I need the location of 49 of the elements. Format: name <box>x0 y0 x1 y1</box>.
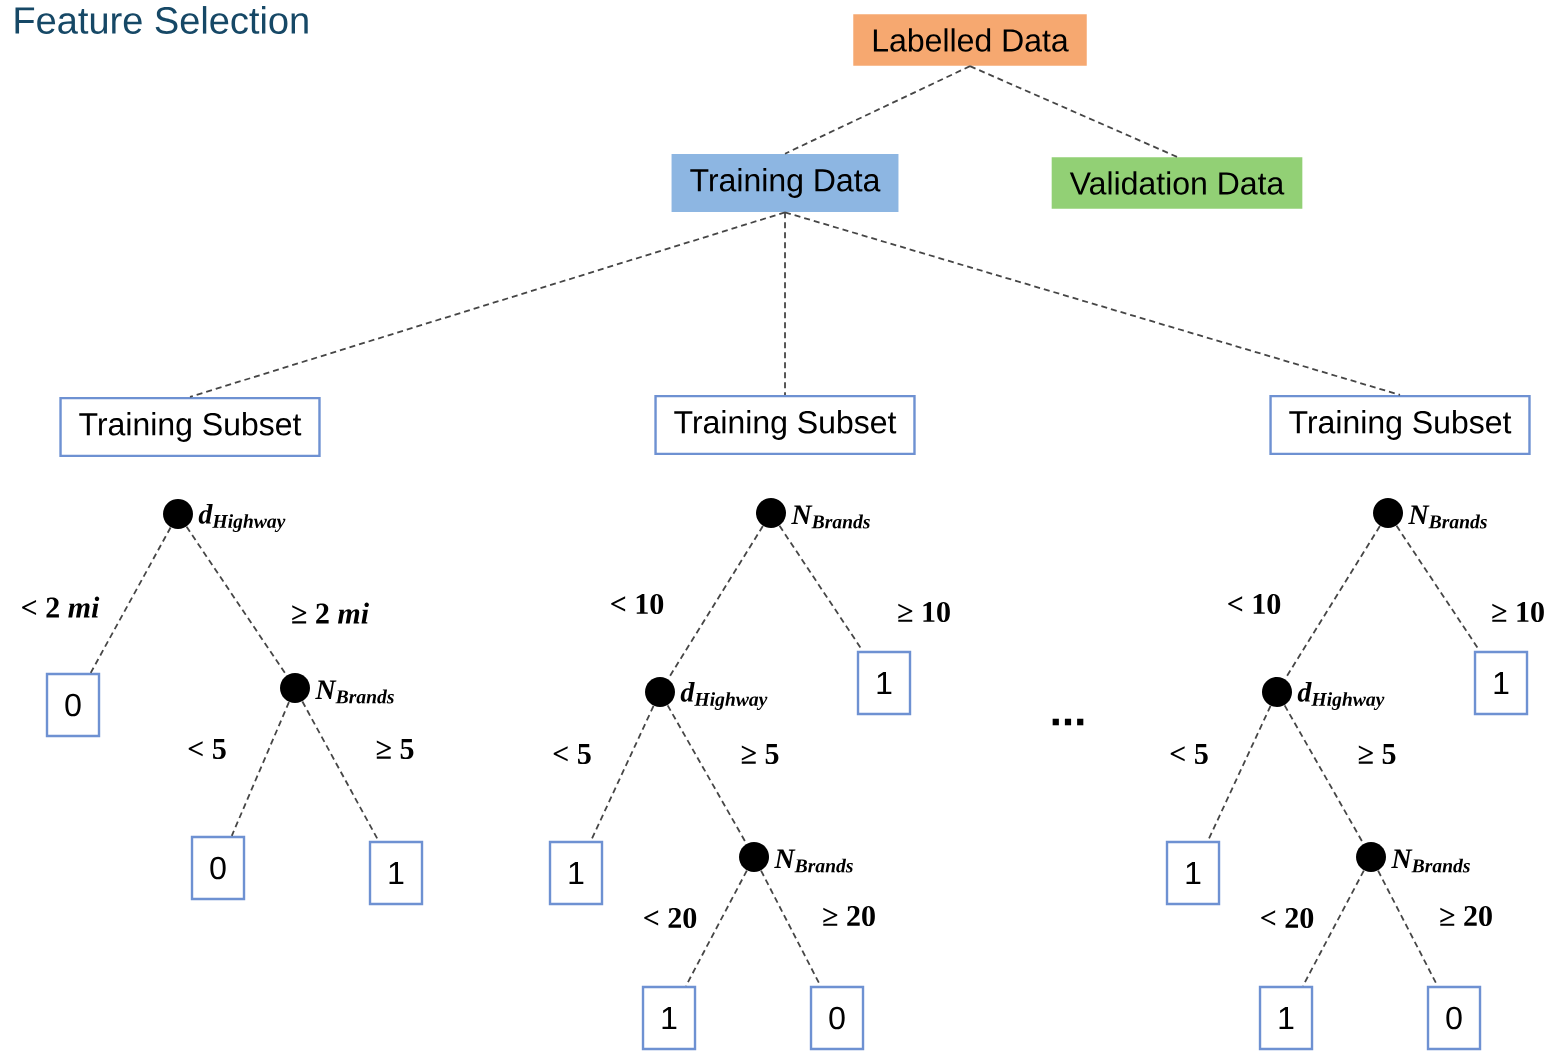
connector-line <box>784 211 1401 396</box>
leaf-box: 0 <box>809 985 865 1051</box>
data-box: Labelled Data <box>853 14 1087 66</box>
leaf-box: 1 <box>1165 840 1221 906</box>
connector-line <box>590 705 655 842</box>
ellipsis: ... <box>1052 718 1084 726</box>
connector-line <box>969 65 1178 158</box>
leaf-box: 1 <box>548 840 604 906</box>
connector-line <box>189 211 786 398</box>
edge-label: ≥ 10 <box>895 599 953 625</box>
subset-box: Training Subset <box>1269 394 1531 456</box>
edge-label: < 5 <box>185 737 229 761</box>
variable-label: d$_{Highway}$ <box>198 504 286 532</box>
edge-label: ≥ 10 <box>1489 599 1547 625</box>
connector-line <box>230 701 290 837</box>
edge-label: ≥ 20 <box>1437 903 1495 929</box>
edge-label: < 5 <box>1167 742 1211 766</box>
leaf-box: 0 <box>1426 985 1482 1051</box>
leaf-box: 0 <box>190 835 246 901</box>
variable-label: N$_{Brands}$ <box>774 849 853 873</box>
connector-line <box>784 65 971 155</box>
variable-label: N$_{Brands}$ <box>315 680 394 704</box>
data-box: Validation Data <box>1051 157 1303 209</box>
subset-box: Training Subset <box>654 394 916 456</box>
leaf-box: 1 <box>856 650 912 716</box>
subset-box: Training Subset <box>59 396 321 458</box>
edge-label: < 5 <box>550 742 594 766</box>
edge-label: ≥ 20 <box>820 903 878 929</box>
connector-line <box>685 869 748 987</box>
connector-line <box>1207 705 1272 842</box>
edge-label: ≥ 5 <box>1355 742 1399 766</box>
title: Feature Selection <box>15 6 308 34</box>
variable-label: N$_{Brands}$ <box>1408 505 1487 529</box>
connector-line <box>784 211 786 396</box>
leaf-box: 0 <box>45 672 101 738</box>
connector-line <box>1302 869 1365 987</box>
variable-label: d$_{Highway}$ <box>680 682 768 710</box>
edge-label: ≥ 5 <box>373 737 417 761</box>
connector-line <box>89 526 172 674</box>
leaf-box: 1 <box>368 840 424 906</box>
variable-label: d$_{Highway}$ <box>1297 682 1385 710</box>
leaf-box: 1 <box>1258 985 1314 1051</box>
leaf-box: 1 <box>641 985 697 1051</box>
edge-label: ≥ 5 <box>738 742 782 766</box>
leaf-box: 1 <box>1473 650 1529 716</box>
variable-label: N$_{Brands}$ <box>1391 849 1470 873</box>
variable-label: N$_{Brands}$ <box>791 505 870 529</box>
data-box: Training Data <box>671 154 899 212</box>
connector-line <box>301 700 380 842</box>
